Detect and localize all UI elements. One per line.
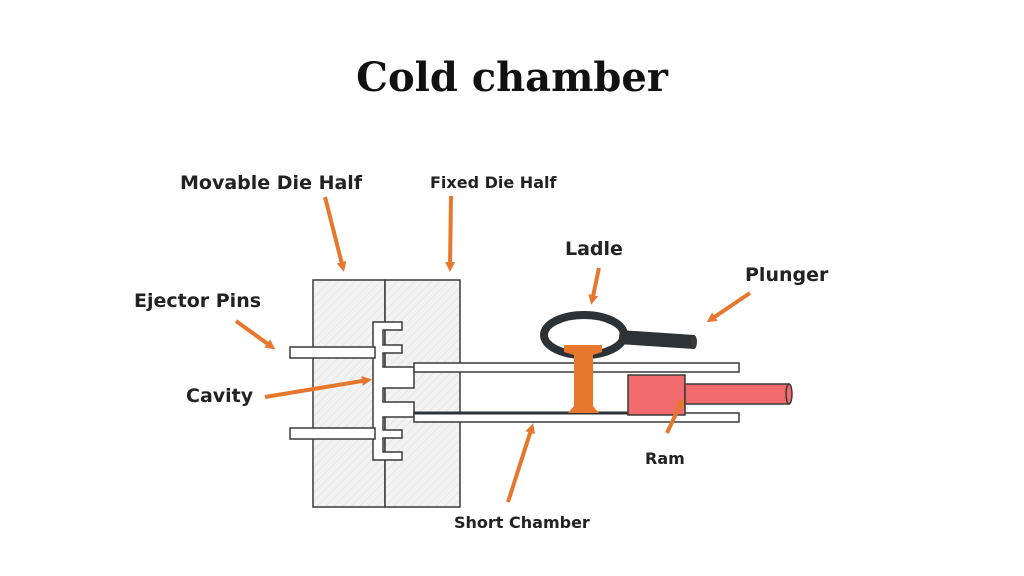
cavity: [372, 321, 415, 461]
label-fixed-die-half: Fixed Die Half: [430, 173, 557, 192]
fixed-die-half: [384, 279, 461, 508]
arrow-cavity: [264, 376, 372, 399]
ejector-pin-upper: [289, 346, 376, 359]
label-cavity: Cavity: [186, 385, 254, 407]
ejector-pin-lower: [289, 427, 376, 440]
arrow-ladle: [588, 267, 601, 305]
arrow-plunger: [706, 291, 752, 323]
molten-metal-pour: [564, 345, 602, 413]
ladle-handle: [618, 330, 694, 349]
arrow-short-chamber: [506, 423, 535, 503]
label-ram: Ram: [645, 449, 685, 468]
arrow-movable-die-half: [323, 196, 347, 272]
page-title: Cold chamber: [356, 54, 669, 101]
label-movable-die-half: Movable Die Half: [180, 172, 363, 194]
plunger-rod: [684, 383, 790, 405]
label-ladle: Ladle: [565, 238, 623, 260]
label-plunger: Plunger: [745, 264, 829, 286]
ladle-handle-end: [691, 335, 697, 349]
plunger-rod-end: [785, 383, 793, 405]
label-ejector-pins: Ejector Pins: [134, 290, 261, 312]
label-short-chamber: Short Chamber: [454, 513, 590, 532]
arrow-ram: [665, 397, 684, 434]
arrow-ejector-pins: [234, 319, 276, 350]
arrow-fixed-die-half: [445, 195, 456, 272]
